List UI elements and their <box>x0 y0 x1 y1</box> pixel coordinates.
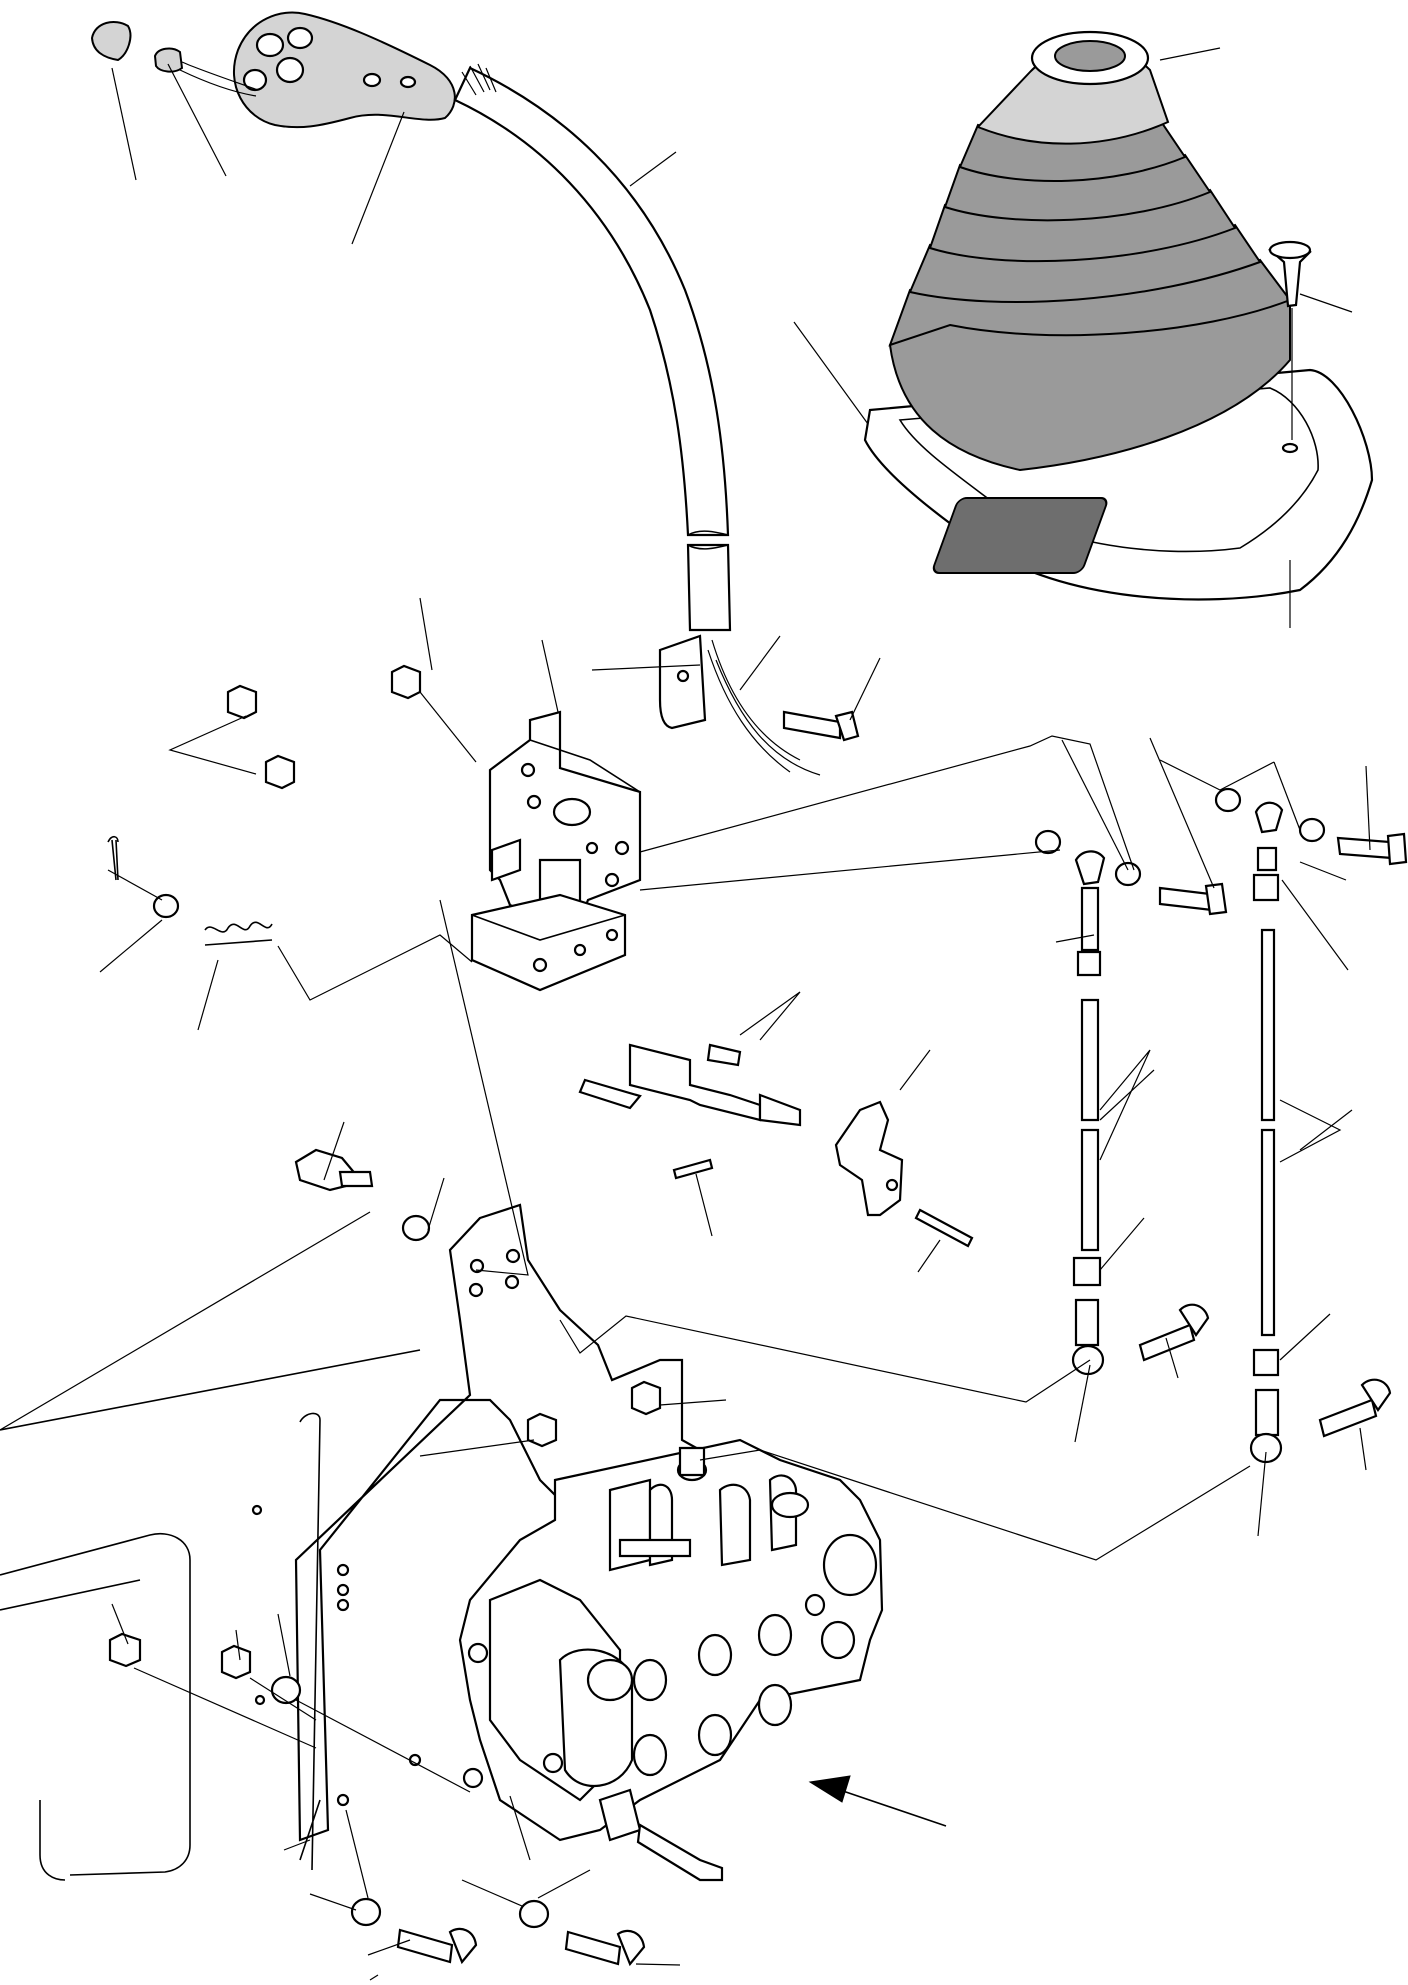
rubber-boot <box>863 30 1374 601</box>
arrow-icon <box>808 1775 947 1827</box>
roll-pin <box>672 1158 714 1180</box>
control-valve-block <box>458 1438 884 1882</box>
linkage-rod <box>578 1043 802 1127</box>
nuts-top <box>226 664 422 790</box>
mounting-plate <box>294 1203 702 1842</box>
bolt-top <box>782 710 860 742</box>
rod-end-left <box>1034 829 1228 1376</box>
handle-switch-2 <box>153 47 259 97</box>
pivot-bracket <box>470 710 642 992</box>
leader-lines <box>0 47 1371 1981</box>
cotter-pin <box>107 835 119 881</box>
spring <box>152 893 273 946</box>
handle-tube <box>453 63 821 776</box>
lever-arm <box>834 1100 974 1248</box>
boot-screw <box>1268 240 1312 454</box>
rod-end-right <box>1214 787 1408 1464</box>
joystick-handle <box>233 11 456 129</box>
chassis-outline <box>0 1349 421 1881</box>
handle-cap-1 <box>90 21 132 62</box>
